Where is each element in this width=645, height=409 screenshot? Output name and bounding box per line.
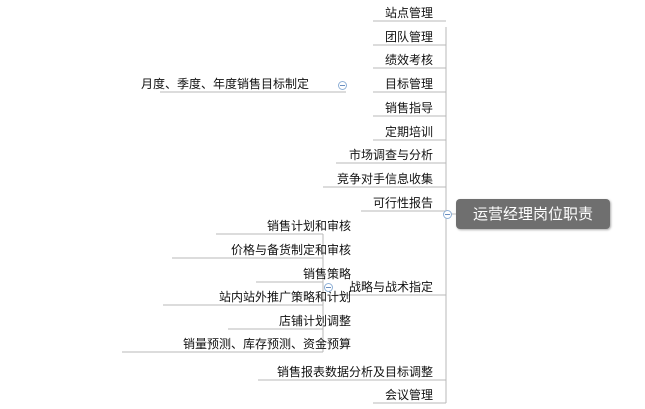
root-node[interactable]: 运营经理岗位职责 xyxy=(456,199,610,229)
branch-site-management[interactable]: 站点管理 xyxy=(384,6,433,20)
branch-market-research[interactable]: 市场调查与分析 xyxy=(348,148,433,162)
branch-target-management[interactable]: 目标管理 xyxy=(384,77,433,91)
branch-feasibility-report[interactable]: 可行性报告 xyxy=(372,196,433,210)
sub-price-stock-review[interactable]: 价格与备货制定和审核 xyxy=(230,243,351,257)
branch-strategy[interactable]: 战略与战术指定 xyxy=(348,280,433,294)
collapse-strategy-icon[interactable] xyxy=(324,283,333,292)
sub-sales-target-setting[interactable]: 月度、季度、年度销售目标制定 xyxy=(140,77,309,91)
sub-forecast-budget[interactable]: 销量预测、库存预测、资金预算 xyxy=(182,337,351,351)
collapse-root-icon[interactable] xyxy=(443,210,452,219)
branch-meeting-management[interactable]: 会议管理 xyxy=(384,388,433,402)
sub-sales-strategy[interactable]: 销售策略 xyxy=(302,267,351,281)
branch-training[interactable]: 定期培训 xyxy=(384,125,433,139)
branch-team-management[interactable]: 团队管理 xyxy=(384,30,433,44)
branch-report-analysis[interactable]: 销售报表数据分析及目标调整 xyxy=(276,365,433,379)
sub-store-plan-adjustment[interactable]: 店铺计划调整 xyxy=(278,314,351,328)
branch-performance[interactable]: 绩效考核 xyxy=(384,53,433,67)
branch-sales-guidance[interactable]: 销售指导 xyxy=(384,101,433,115)
sub-promotion-plan[interactable]: 站内站外推广策略和计划 xyxy=(218,290,351,304)
collapse-target-icon[interactable] xyxy=(338,81,347,90)
branch-competitor-info[interactable]: 竞争对手信息收集 xyxy=(336,172,433,186)
sub-sales-plan-review[interactable]: 销售计划和审核 xyxy=(266,219,351,233)
